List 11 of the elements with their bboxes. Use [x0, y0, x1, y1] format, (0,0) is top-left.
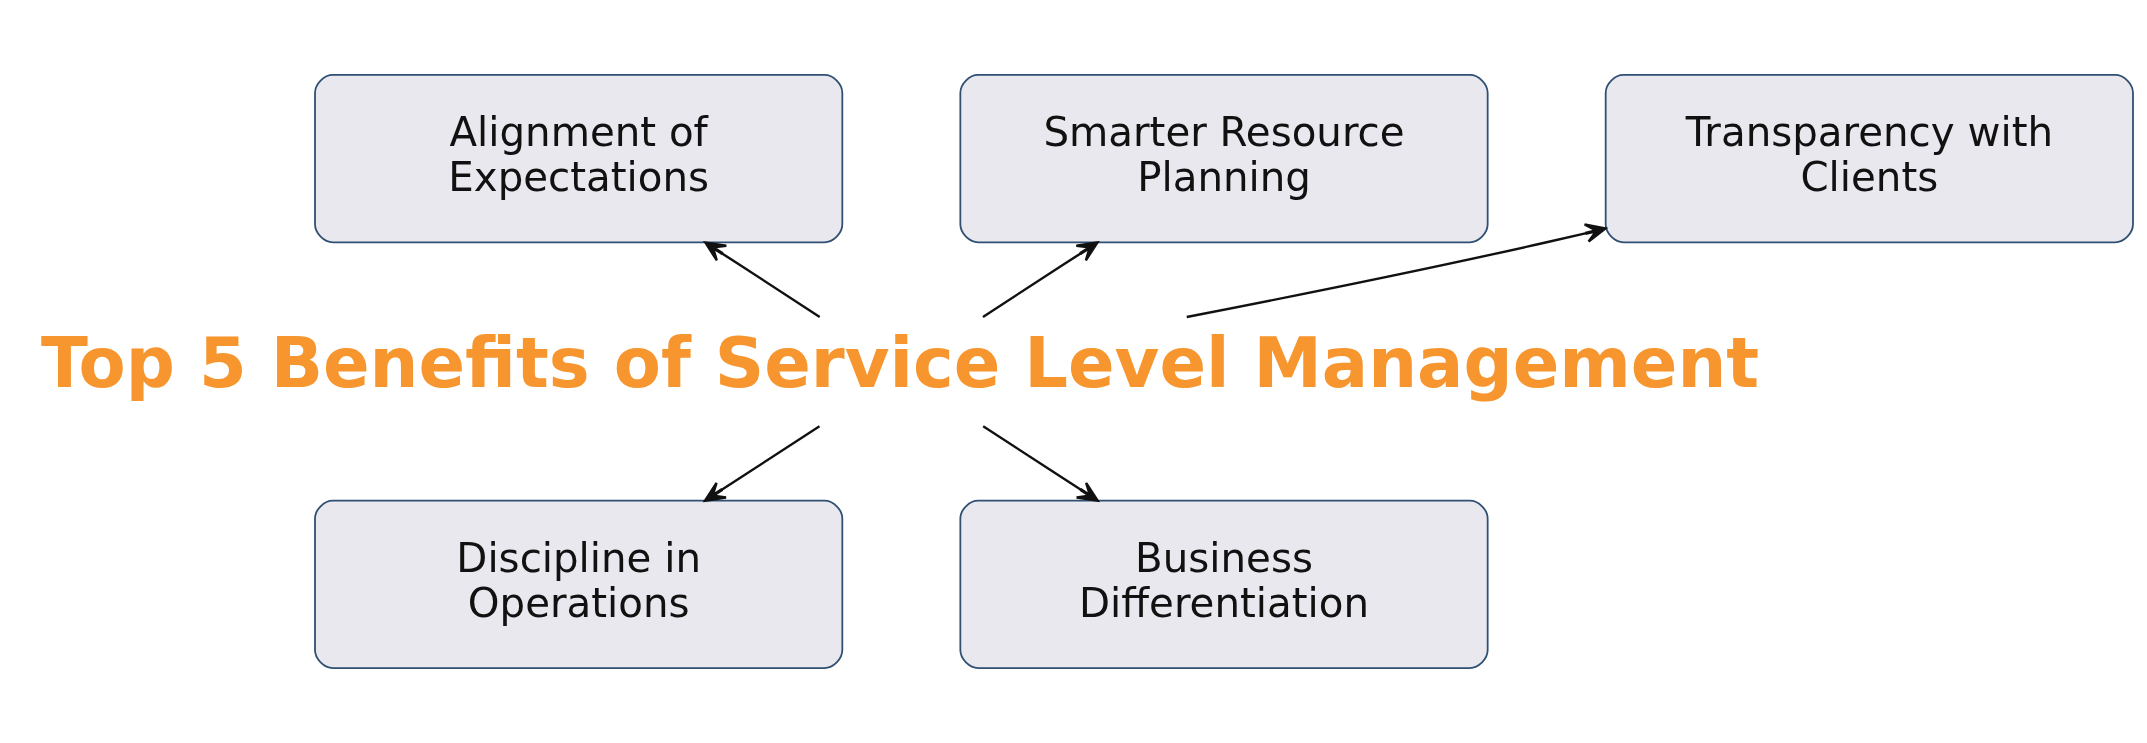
arrow [982, 241, 1099, 318]
node-box: Discipline in Operations [314, 499, 844, 669]
node-box: Alignment of Expectations [314, 74, 844, 244]
arrow [1186, 223, 1607, 319]
arrow [703, 425, 821, 502]
node-box: Transparency with Clients [1604, 74, 2134, 244]
node-box: Smarter Resource Planning [959, 74, 1489, 244]
arrow [982, 425, 1099, 502]
node-box: Business Differentiation [959, 499, 1489, 669]
node-text: Top 5 Benefits of Service Level Management [40, 322, 1760, 403]
arrow [704, 241, 821, 318]
